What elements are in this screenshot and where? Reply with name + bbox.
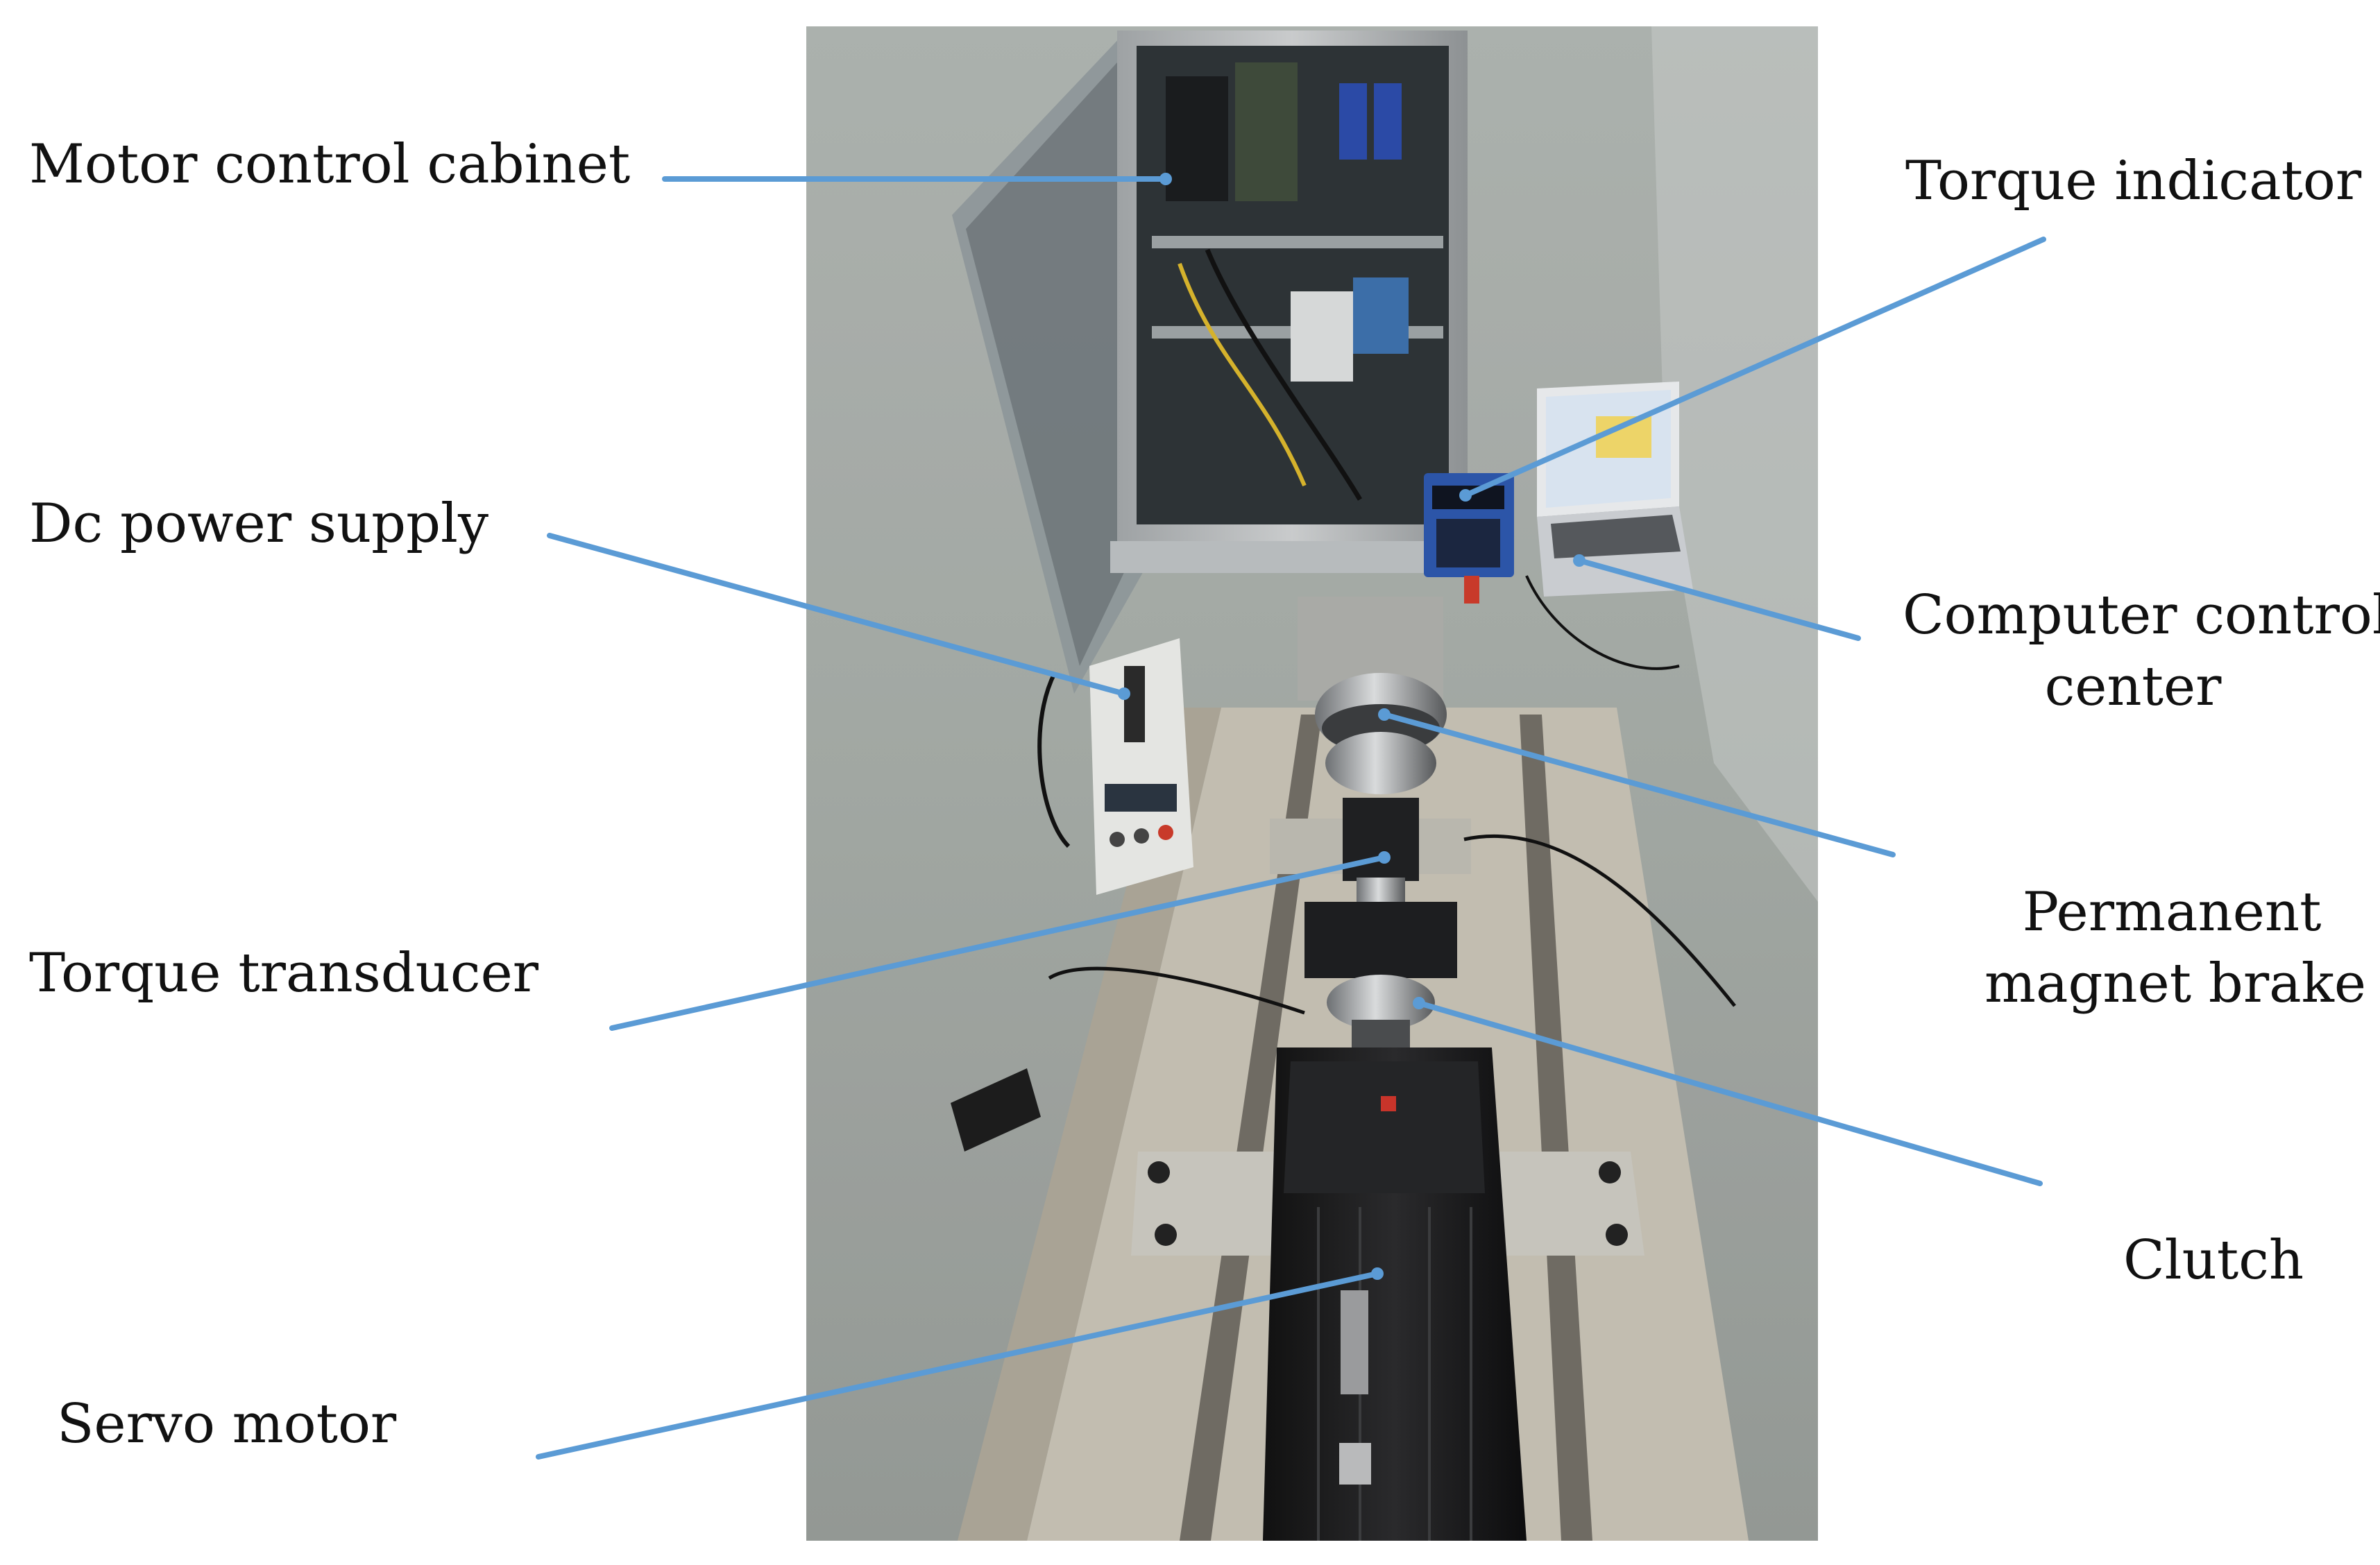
cable-3 — [1037, 672, 1071, 848]
leader-servo-motor — [536, 1271, 1380, 1460]
servo-motor-flange — [1284, 1061, 1485, 1193]
plate-bolt-2 — [1599, 1161, 1621, 1183]
rail-left — [1180, 715, 1322, 1541]
drive-unit — [1166, 76, 1228, 201]
leader-dot-torque-indicator — [1459, 489, 1472, 502]
cabinet-base — [1110, 541, 1471, 573]
torque-indicator-keypad — [1436, 519, 1500, 567]
relay-blue-2 — [1374, 83, 1402, 160]
foot-pedal — [951, 1068, 1041, 1152]
leader-dc-power-supply — [547, 533, 1127, 696]
label-servo-motor: Servo motor — [57, 1393, 397, 1455]
breakers — [1291, 291, 1353, 382]
cable-2 — [1463, 834, 1736, 1007]
label-computer-control-center: Computer control center — [1903, 580, 2380, 723]
plate-bolt-4 — [1606, 1224, 1628, 1246]
torque-indicator-plug — [1464, 576, 1479, 604]
cable-4 — [1525, 575, 1680, 670]
cable-1 — [1048, 966, 1305, 1015]
label-torque-transducer: Torque transducer — [29, 942, 539, 1004]
plate-bolt-3 — [1155, 1224, 1177, 1246]
base-plate-edge — [958, 708, 1221, 1541]
dc-power-supply-terminal — [1158, 825, 1173, 840]
label-computer-control-center-line1: Computer control — [1903, 584, 2380, 647]
laptop-keyboard — [1551, 515, 1681, 558]
label-permanent-magnet-brake-line2: magnet brake — [1984, 952, 2367, 1015]
black-wires — [1205, 248, 1363, 501]
label-dc-power-supply: Dc power supply — [29, 493, 489, 555]
encoder-connector — [1341, 1290, 1368, 1394]
leader-dot-clutch — [1413, 997, 1425, 1009]
coupling-support — [1304, 902, 1457, 978]
servo-motor-badge — [1381, 1096, 1396, 1111]
leader-dot-dc-power-supply — [1118, 687, 1130, 700]
cabinet-door-glass — [966, 62, 1132, 666]
dc-power-supply-handle — [1124, 666, 1145, 742]
wall-highlight — [1651, 26, 1818, 902]
leader-dot-torque-transducer — [1378, 851, 1391, 864]
dc-power-supply-display — [1105, 784, 1177, 812]
power-connector — [1339, 1443, 1371, 1485]
clutch-disc — [1327, 975, 1435, 1030]
plate-bolt-1 — [1148, 1161, 1170, 1183]
yellow-wires — [1178, 262, 1307, 487]
dc-power-supply-knob-2 — [1134, 828, 1149, 844]
label-permanent-magnet-brake-line1: Permanent — [2022, 881, 2322, 943]
brake-coupling — [1325, 732, 1436, 794]
rail-right — [1520, 715, 1592, 1541]
leader-permanent-magnet-brake — [1382, 712, 1896, 857]
test-bench-photo — [806, 26, 1818, 1541]
torque-transducer-body — [1343, 798, 1419, 881]
label-permanent-magnet-brake: Permanent magnet brake — [1984, 877, 2367, 1020]
din-rail-1 — [1152, 236, 1443, 248]
leader-lines — [536, 173, 2046, 1460]
label-clutch: Clutch — [2123, 1229, 2304, 1292]
leader-computer-control-center — [1576, 558, 1861, 641]
label-torque-indicator: Torque indicator — [1905, 150, 2362, 212]
leader-torque-indicator — [1463, 237, 2046, 498]
leader-dot-servo-motor — [1371, 1267, 1384, 1280]
leader-dot-permanent-magnet-brake — [1378, 708, 1391, 721]
label-computer-control-center-line2: center — [2044, 655, 2222, 718]
servo-driver — [1235, 62, 1298, 201]
leader-dot-computer-control-center — [1573, 554, 1586, 567]
dc-power-supply-knob-1 — [1110, 832, 1125, 847]
label-motor-control-cabinet: Motor control cabinet — [29, 133, 631, 196]
leader-clutch — [1416, 1000, 2043, 1186]
relay-blue-1 — [1339, 83, 1367, 160]
leader-torque-transducer — [609, 855, 1387, 1031]
power-module — [1353, 277, 1409, 354]
leader-dot-motor-control-cabinet — [1159, 173, 1172, 185]
